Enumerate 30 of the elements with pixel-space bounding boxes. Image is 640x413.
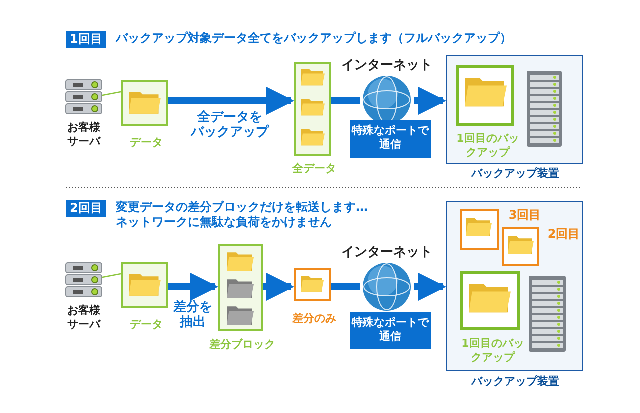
arrow [414, 87, 446, 115]
network-label: インターネット [341, 59, 433, 73]
arrow [263, 273, 294, 301]
arrow [168, 273, 218, 301]
heading-text: 変更データの差分ブロックだけを転送します…ネットワークに無駄な負荷をかけません [116, 200, 369, 230]
step-badge: 2回目 [66, 200, 106, 217]
label-box [350, 120, 431, 158]
node-label: お客様サーバ [66, 304, 102, 332]
node-label: データ [129, 136, 164, 150]
node-label: バックアップ装置 [470, 167, 560, 181]
node-label: 特殊なポートで通信 [350, 124, 430, 152]
node-label: 差分のみ [291, 312, 338, 326]
edge-label: 全データをバックアップ [190, 110, 270, 140]
node-label: バックアップ装置 [470, 375, 560, 389]
node-label: 3回目 [508, 208, 542, 222]
arrow [168, 87, 294, 115]
node-label: 差分ブロック [208, 338, 276, 352]
label-box [350, 312, 431, 349]
heading-text: バックアップ対象データ全てをバックアップします（フルバックアップ） [116, 31, 512, 46]
edge-label: 差分を抽出 [172, 300, 214, 330]
node-label: 2回目 [546, 227, 582, 241]
node-label: 1回目のバックアップ [456, 132, 520, 160]
node-label: データ [129, 318, 164, 332]
node-label: お客様サーバ [66, 121, 102, 149]
node-label: 全データ [292, 162, 338, 176]
node-label: 1回目のバックアップ [460, 337, 526, 365]
network-label: インターネット [341, 246, 433, 260]
node-label: 特殊なポートで通信 [350, 316, 430, 344]
step-badge: 1回目 [66, 31, 106, 48]
arrow [414, 273, 446, 301]
